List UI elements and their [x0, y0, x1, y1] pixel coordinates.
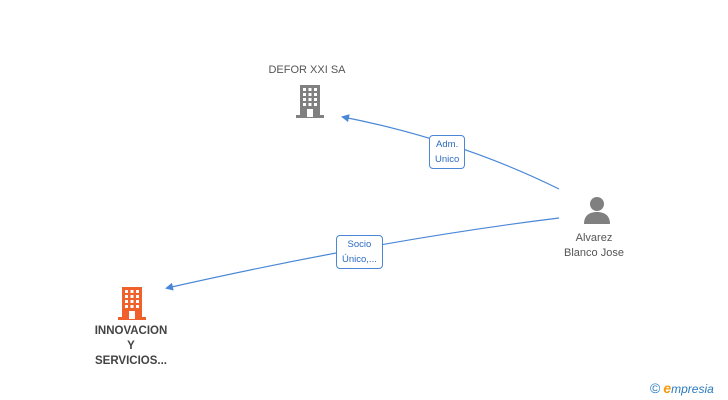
brand-name: mpresia — [671, 382, 714, 396]
copyright-icon: © — [650, 380, 661, 396]
edge-label-line: Socio — [347, 239, 372, 250]
edge-label-line: Único,... — [342, 254, 377, 265]
node-label-line: Blanco Jose — [564, 247, 624, 259]
brand-e: e — [663, 380, 672, 396]
node-label-line: Y — [127, 340, 135, 352]
node-label-line: INNOVACION — [94, 325, 168, 337]
node-label-line: Alvarez — [575, 232, 613, 244]
building-icon[interactable] — [294, 83, 326, 119]
node-label-line: SERVICIOS... — [94, 355, 167, 367]
node-label-line: DEFOR XXI SA — [268, 64, 346, 76]
edge-label-line: Adm. — [436, 139, 459, 150]
node-label-alvarez[interactable]: Alvarez Blanco Jose — [544, 231, 644, 261]
edge-label-line: Unico — [435, 154, 460, 165]
brand-logo[interactable]: ©empresia — [650, 380, 714, 396]
node-label-defor[interactable]: DEFOR XXI SA — [255, 63, 359, 78]
edge-label-adm-unico[interactable]: Adm. Unico — [429, 135, 466, 169]
person-icon[interactable] — [581, 195, 613, 225]
node-label-innovacion[interactable]: INNOVACION Y SERVICIOS... — [76, 324, 186, 369]
edge-label-socio-unico[interactable]: Socio Único,... — [336, 235, 383, 269]
building-icon[interactable] — [116, 285, 148, 321]
